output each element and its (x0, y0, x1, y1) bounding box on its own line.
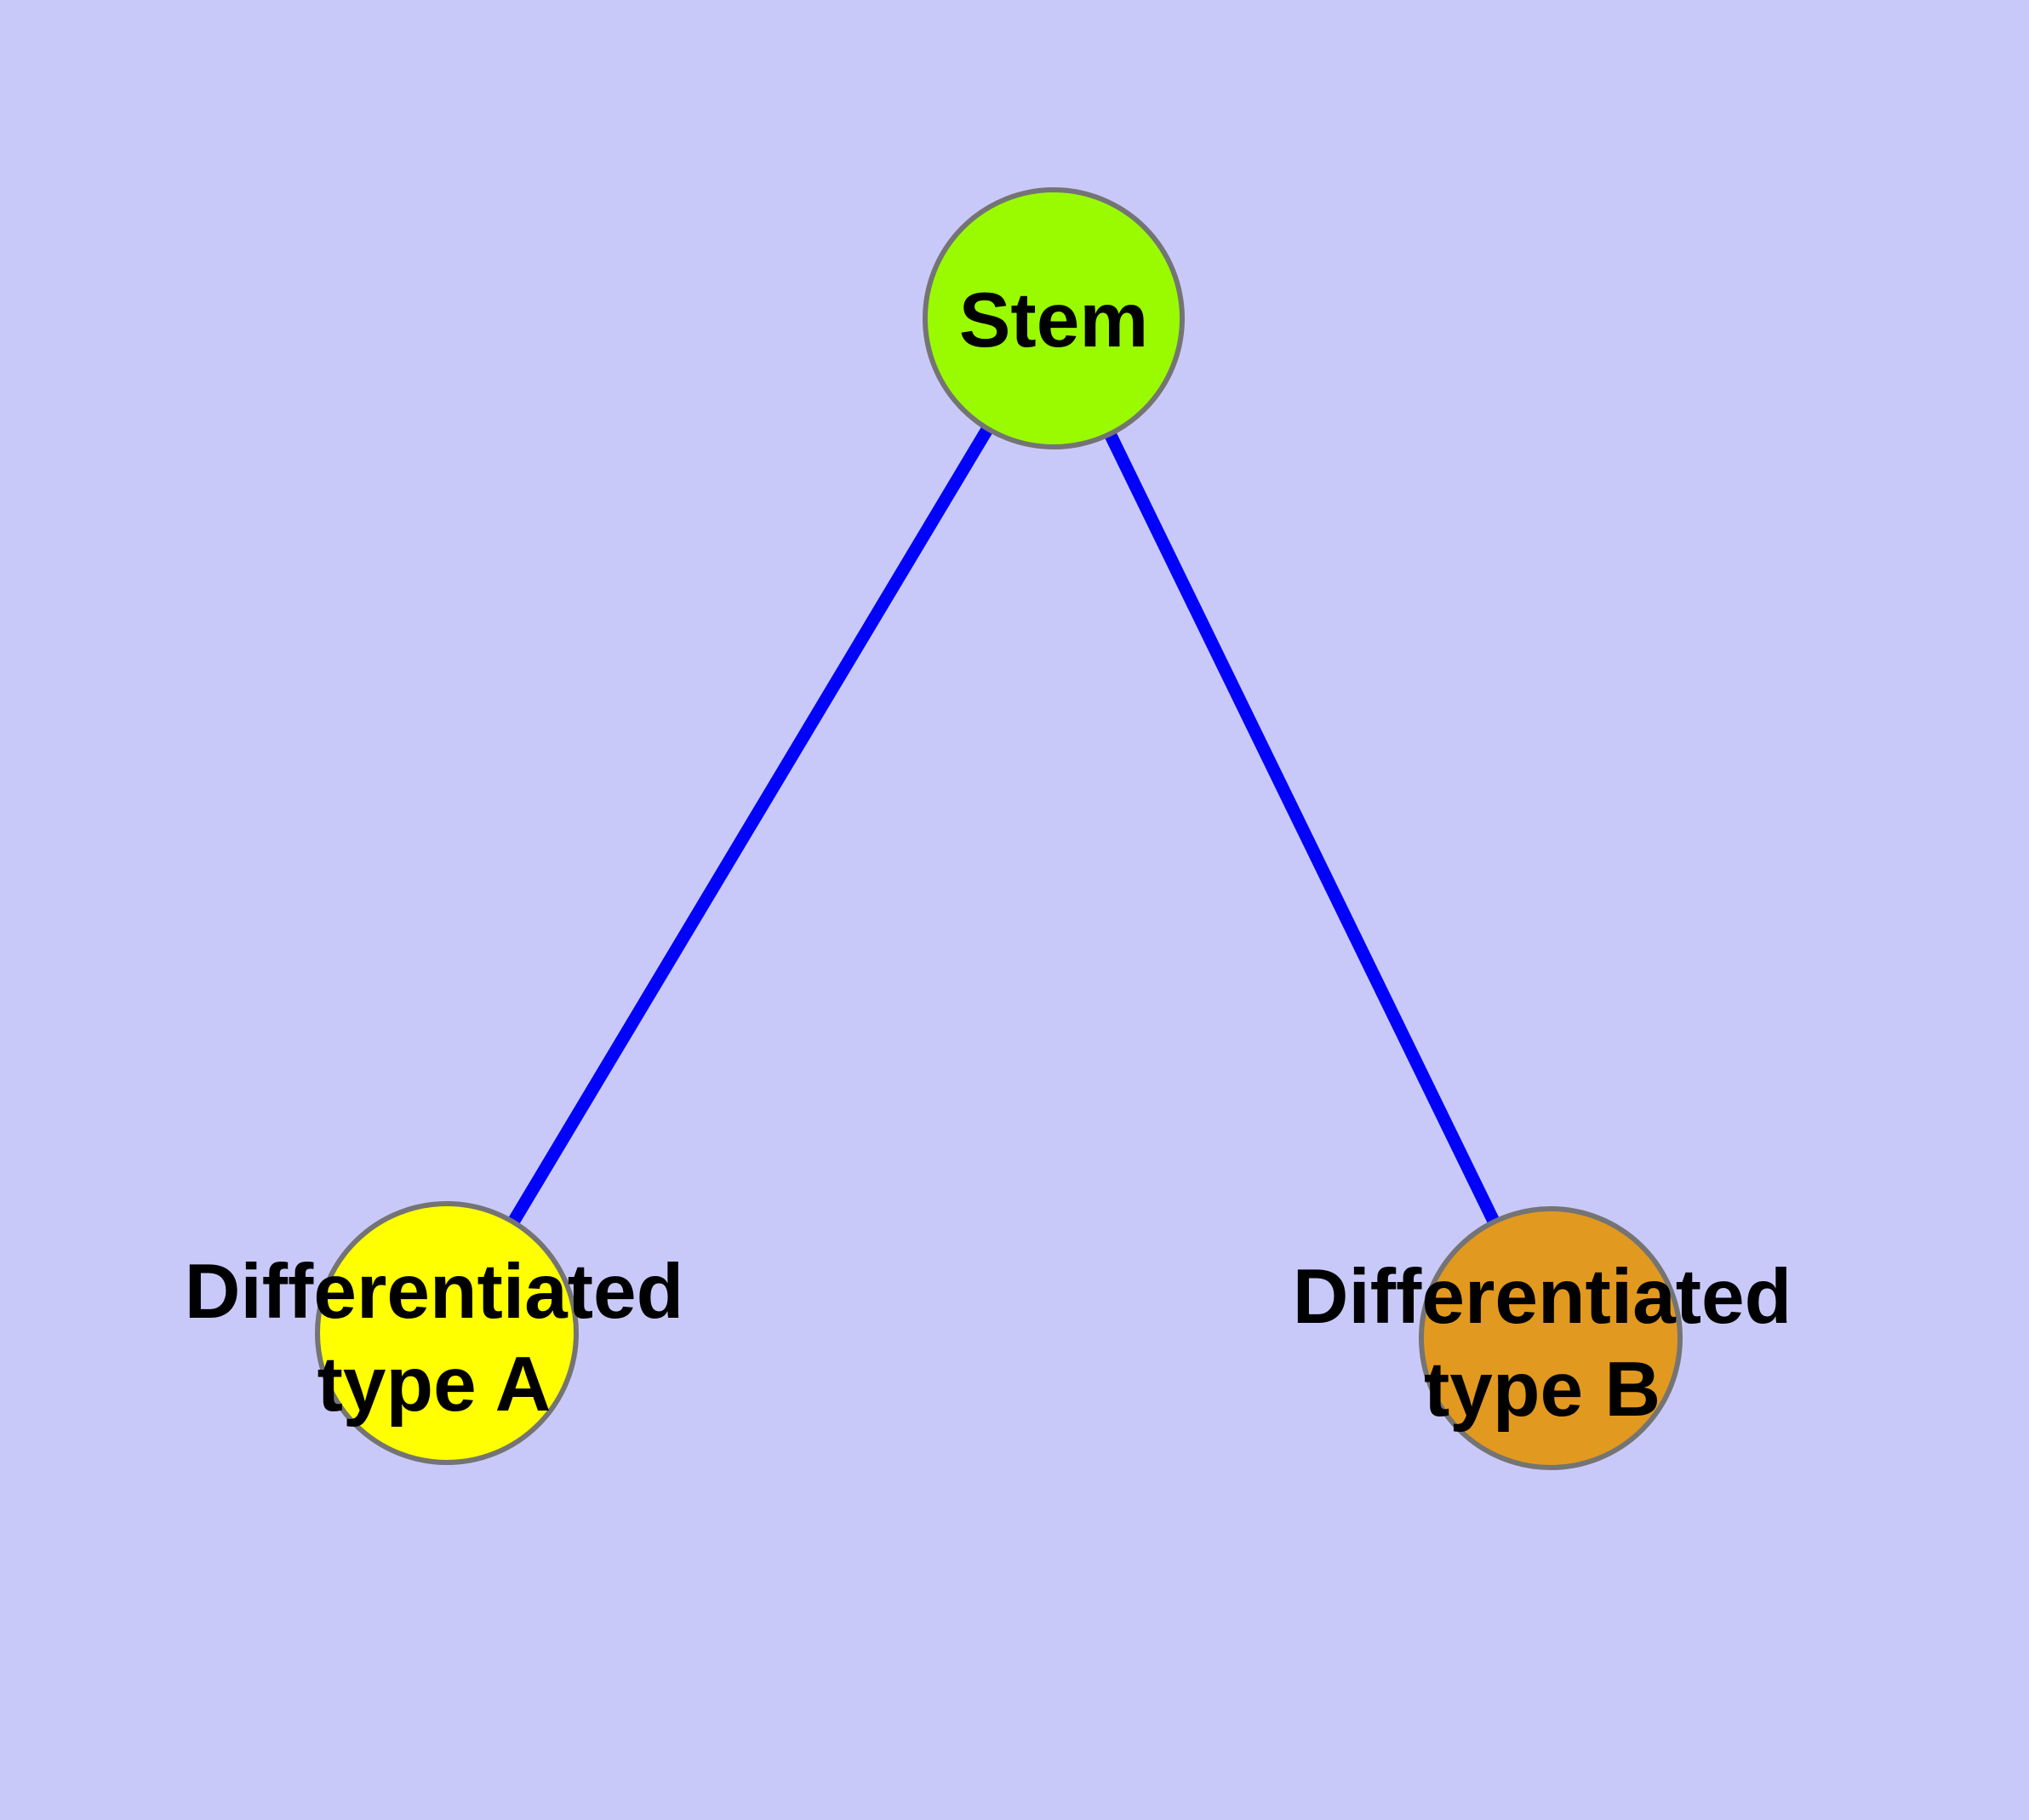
edge-stem-to-type-b (1048, 315, 1557, 1342)
node-type-b-label-line1: Differentiated (1293, 1254, 1792, 1340)
node-type-a-label-line2: type A (317, 1342, 552, 1428)
edge-stem-to-type-a (441, 315, 1060, 1336)
node-type-a-label-line1: Differentiated (185, 1249, 684, 1335)
node-differentiated-type-a (315, 1201, 579, 1465)
node-type-b-label-line2: type B (1424, 1347, 1660, 1433)
node-stem (923, 187, 1185, 449)
node-stem-label: Stem (959, 278, 1149, 363)
node-differentiated-type-b (1419, 1206, 1683, 1470)
